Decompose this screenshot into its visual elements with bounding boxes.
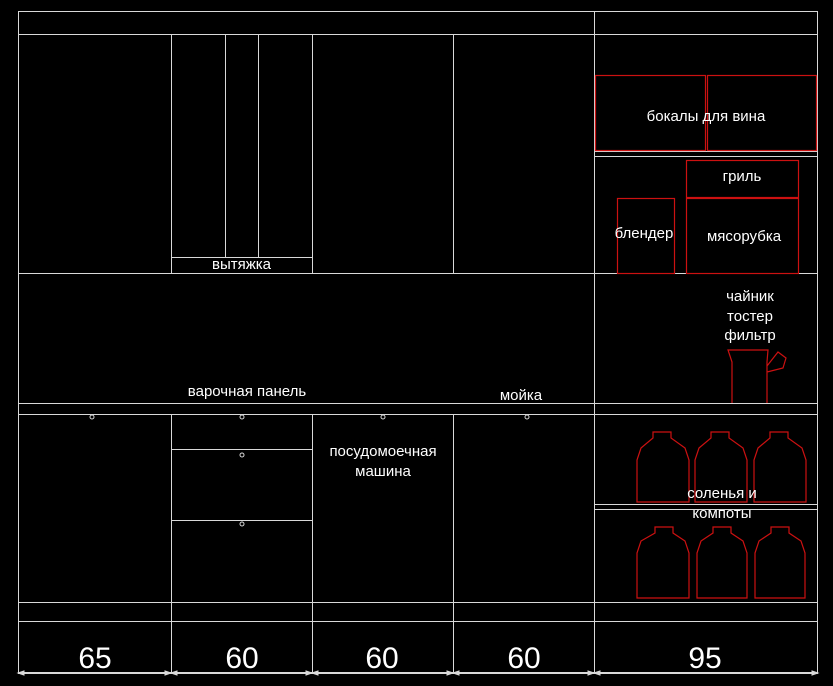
label-wine-glasses: бокалы для вина xyxy=(646,108,766,125)
label-dishwasher-line2: машина xyxy=(355,463,411,480)
dim-arrow xyxy=(811,670,820,676)
outer-frame xyxy=(18,11,818,673)
label-blender: блендер xyxy=(614,225,674,242)
jar-icon xyxy=(636,526,690,599)
handle xyxy=(239,452,245,458)
label-filter: фильтр xyxy=(724,327,776,344)
jar-icon xyxy=(694,431,748,503)
handle xyxy=(380,414,386,420)
jar-icon xyxy=(754,526,806,599)
dim-arrow xyxy=(305,670,314,676)
dimension-65: 65 xyxy=(78,642,112,675)
dim-arrow xyxy=(16,670,25,676)
jar-icon xyxy=(696,526,748,599)
handle xyxy=(239,414,245,420)
label-kettle: чайник xyxy=(726,288,774,305)
jar-icon xyxy=(753,431,807,503)
label-grill: гриль xyxy=(722,168,762,185)
handle xyxy=(524,414,530,420)
dim-arrow xyxy=(446,670,455,676)
dim-arrow xyxy=(310,670,319,676)
dim-arrow xyxy=(592,670,601,676)
blender-box xyxy=(616,197,676,275)
label-meat-grinder: мясорубка xyxy=(706,228,782,245)
label-sink: мойка xyxy=(499,387,543,404)
wine-glass-box-right xyxy=(706,74,818,152)
dimension-60-c: 60 xyxy=(507,642,541,675)
dim-arrow xyxy=(451,670,460,676)
kettle-icon xyxy=(727,349,787,403)
dim-arrow xyxy=(164,670,173,676)
dimension-60-b: 60 xyxy=(365,642,399,675)
label-pickles-line2: компоты xyxy=(692,505,752,522)
label-hob: варочная панель xyxy=(187,383,307,400)
jar-icon xyxy=(636,431,690,503)
label-pickles-line1: соленья и xyxy=(687,485,757,502)
label-toaster: тостер xyxy=(727,308,773,325)
dim-arrow xyxy=(169,670,178,676)
grill-box xyxy=(685,159,800,199)
dimension-95: 95 xyxy=(688,642,722,675)
handle xyxy=(239,521,245,527)
dimension-60-a: 60 xyxy=(225,642,259,675)
dim-arrow xyxy=(587,670,596,676)
label-hood: вытяжка xyxy=(211,256,271,273)
handle xyxy=(89,414,95,420)
wine-glass-box-left xyxy=(594,74,707,152)
meat-grinder-box xyxy=(685,197,800,275)
label-dishwasher-line1: посудомоечная xyxy=(329,443,437,460)
